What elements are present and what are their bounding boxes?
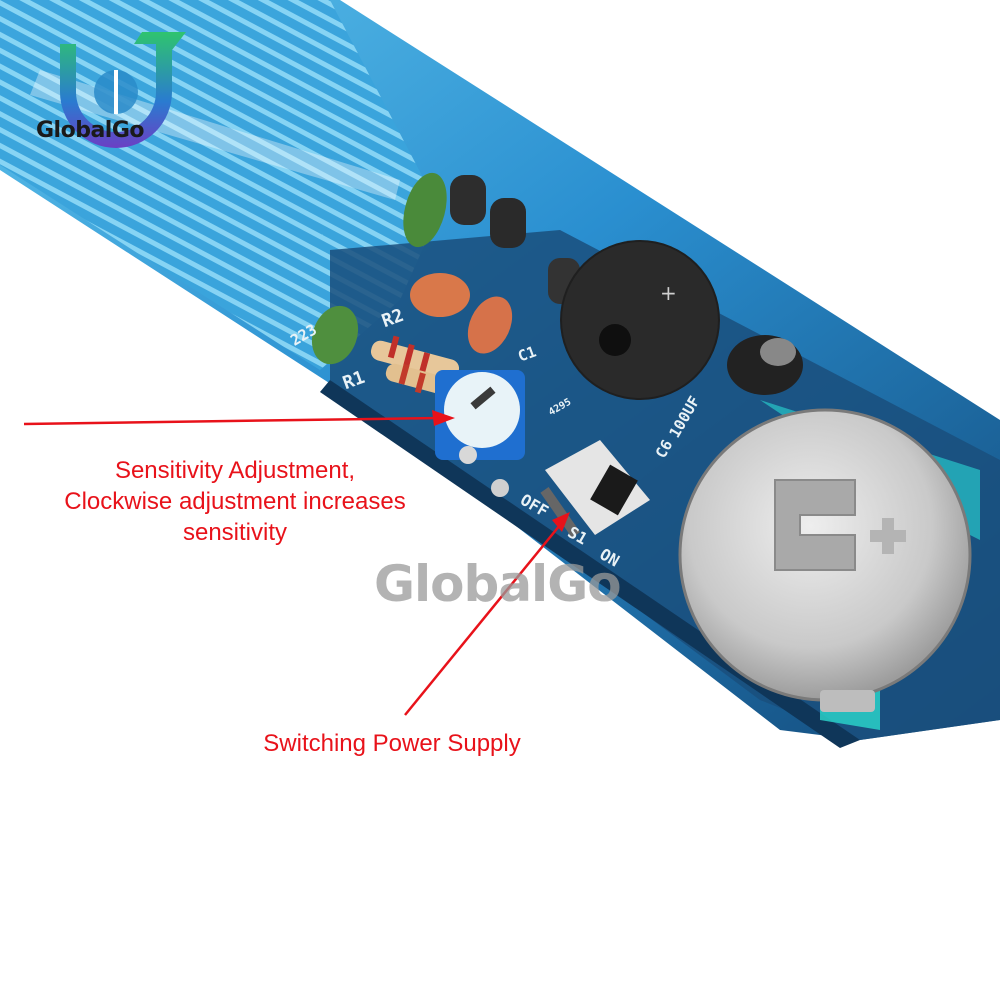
green-capacitor-left	[311, 305, 359, 365]
arrow-sensitivity	[23, 410, 455, 426]
arrow-power	[404, 512, 570, 716]
callout-power-line-1: Switching Power Supply	[263, 730, 521, 757]
ceramic-capacitors	[410, 273, 513, 354]
coin-cell-holder	[678, 408, 972, 712]
logo-text: GlobalGo	[36, 118, 145, 143]
globalgo-logo-icon	[60, 32, 186, 148]
callout-power: Switching Power Supply	[222, 728, 562, 759]
green-capacitor-top	[403, 172, 447, 248]
callout-sensitivity-line-3: sensitivity	[182, 519, 288, 546]
slide-switch	[540, 440, 650, 538]
callout-sensitivity-line-2: Clockwise adjustment increases	[64, 488, 406, 515]
callout-sensitivity-line-1: Sensitivity Adjustment,	[114, 457, 356, 484]
potentiometer	[435, 370, 525, 497]
watermark: GlobalGo	[374, 555, 622, 613]
svg-text:+: +	[660, 281, 677, 305]
electrolytic-capacitor	[727, 335, 803, 395]
callout-sensitivity: Sensitivity Adjustment, Clockwise adjust…	[10, 455, 460, 548]
buzzer: +	[560, 240, 720, 400]
